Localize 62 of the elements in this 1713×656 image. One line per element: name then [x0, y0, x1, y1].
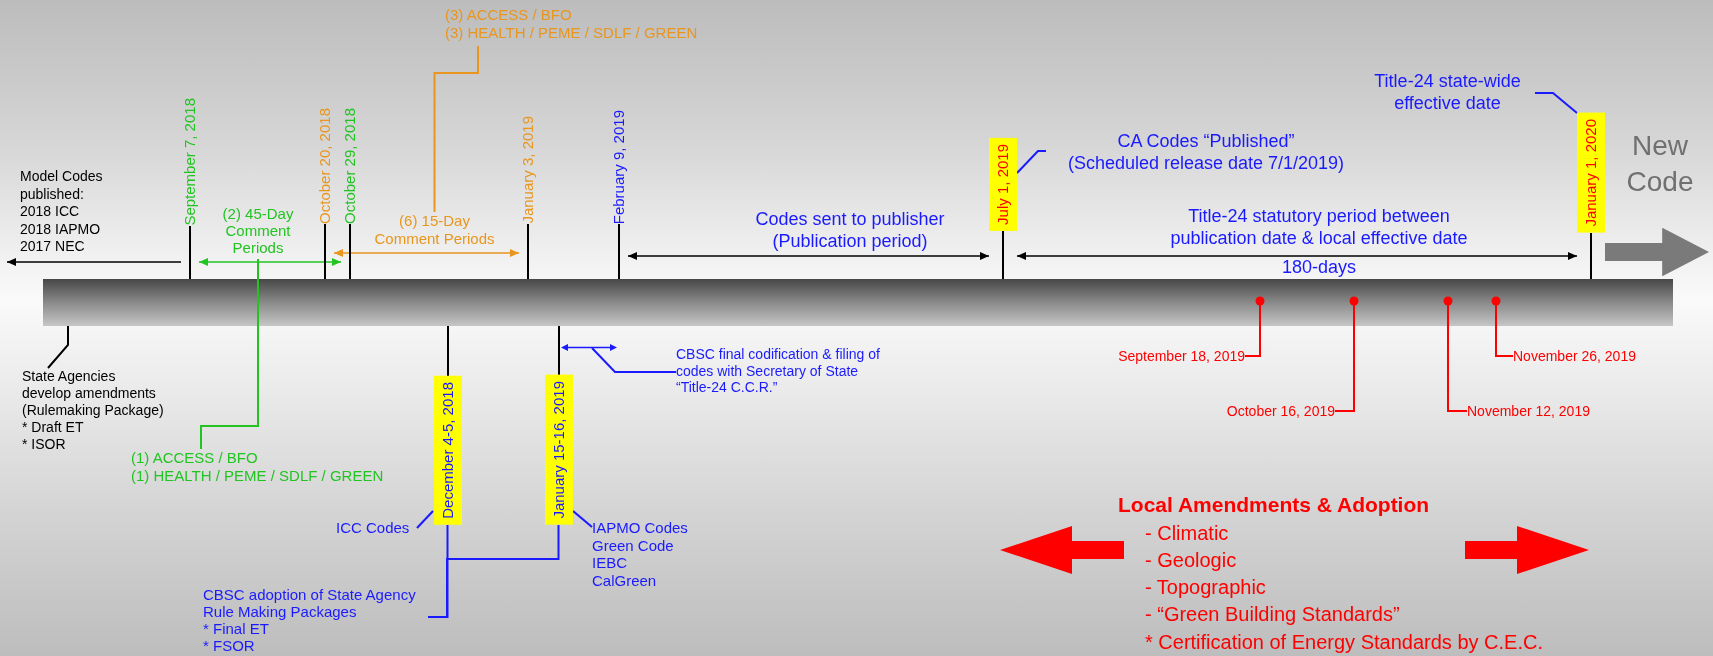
- annotation-text: * Draft ET: [22, 419, 85, 436]
- date-label: January 15-16, 2019: [544, 375, 573, 525]
- arrow: [1016, 252, 1578, 260]
- list-item: * Certification of Energy Standards by C.E.C.: [1145, 630, 1544, 654]
- annotation-text: Title-24 state-wide effective date: [1360, 70, 1535, 114]
- leader-line: [200, 258, 259, 450]
- annotation-text: Model Codes published:: [20, 168, 104, 203]
- annotation-text: IAPMO Codes: [592, 519, 689, 537]
- leader-line: [1534, 92, 1578, 114]
- annotation-text: (3) ACCESS / BFO: [445, 6, 573, 24]
- leader-line: [47, 325, 69, 369]
- leader-line: [591, 347, 677, 373]
- date-label: October 16, 2019: [1208, 402, 1335, 420]
- annotation-text: * Final ET: [203, 620, 270, 637]
- list-item: - Topographic: [1145, 575, 1267, 599]
- leader-line: [572, 510, 593, 528]
- timeline-bar: [43, 279, 1673, 326]
- direction-label: New Code: [1625, 129, 1695, 199]
- date-label: September 18, 2019: [1100, 347, 1245, 365]
- annotation-text: State Agencies develop amendments (Rulemaking Package): [22, 368, 165, 419]
- date-label: November 12, 2019: [1467, 402, 1607, 420]
- arrow: [198, 258, 342, 266]
- date-label: October 29, 2018: [341, 108, 359, 224]
- period-label: 180-days: [1280, 256, 1358, 278]
- leader-line: [416, 510, 434, 529]
- annotation-text: 2018 IAPMO: [20, 220, 102, 238]
- annotation-text: 2018 ICC: [20, 203, 81, 221]
- annotation-text: * ISOR: [22, 436, 67, 453]
- annotation-text: (Scheduled release date 7/1/2019): [1066, 152, 1346, 174]
- edge-label: Title-24 statutory period between publication date & local effective date: [1169, 205, 1469, 249]
- arrow: [1605, 227, 1709, 277]
- date-label: January 3, 2019: [519, 116, 537, 224]
- annotation-text: CBSC final codification & filing of codes with Secretary of State “Title-24 C.C.R.”: [676, 346, 888, 398]
- period-label: (6) 15-Day Comment Periods: [372, 212, 497, 250]
- date-label: January 1, 2020: [1577, 113, 1605, 233]
- list-item: - Climatic: [1145, 521, 1230, 545]
- annotation-text: Green Code: [592, 536, 675, 554]
- annotation-text: * FSOR: [203, 637, 256, 654]
- edge-label: Codes sent to publisher (Publication period): [754, 208, 946, 252]
- date-label: October 20, 2018: [316, 108, 334, 224]
- annotation-text: IEBC: [592, 554, 628, 572]
- annotation-text: CA Codes “Published”: [1116, 130, 1296, 152]
- date-label: February 9, 2019: [610, 110, 628, 225]
- annotation-text: (3) HEALTH / PEME / SDLF / GREEN: [445, 24, 699, 42]
- annotation-text: CBSC adoption of State Agency Rule Making Packages: [203, 586, 417, 620]
- date-label: December 4-5, 2018: [433, 376, 462, 525]
- annotation-text: ICC Codes: [336, 519, 416, 539]
- section-heading: Local Amendments & Adoption: [1118, 493, 1431, 517]
- annotation-text: CalGreen: [592, 571, 658, 589]
- leader-line: [1016, 150, 1047, 174]
- arrow: [6, 258, 182, 266]
- annotation-text: 2017 NEC: [20, 238, 86, 256]
- period-label: (2) 45-Day Comment Periods: [212, 205, 304, 259]
- date-label: November 26, 2019: [1513, 347, 1653, 365]
- date-label: September 7, 2018: [181, 98, 199, 226]
- list-item: - Geologic: [1145, 548, 1238, 572]
- arrow: [333, 249, 520, 257]
- leader-line: [427, 524, 560, 618]
- arrow: [627, 252, 990, 260]
- leader-line: [433, 45, 479, 213]
- list-item: - “Green Building Standards”: [1145, 602, 1401, 626]
- date-label: July 1, 2019: [989, 138, 1017, 231]
